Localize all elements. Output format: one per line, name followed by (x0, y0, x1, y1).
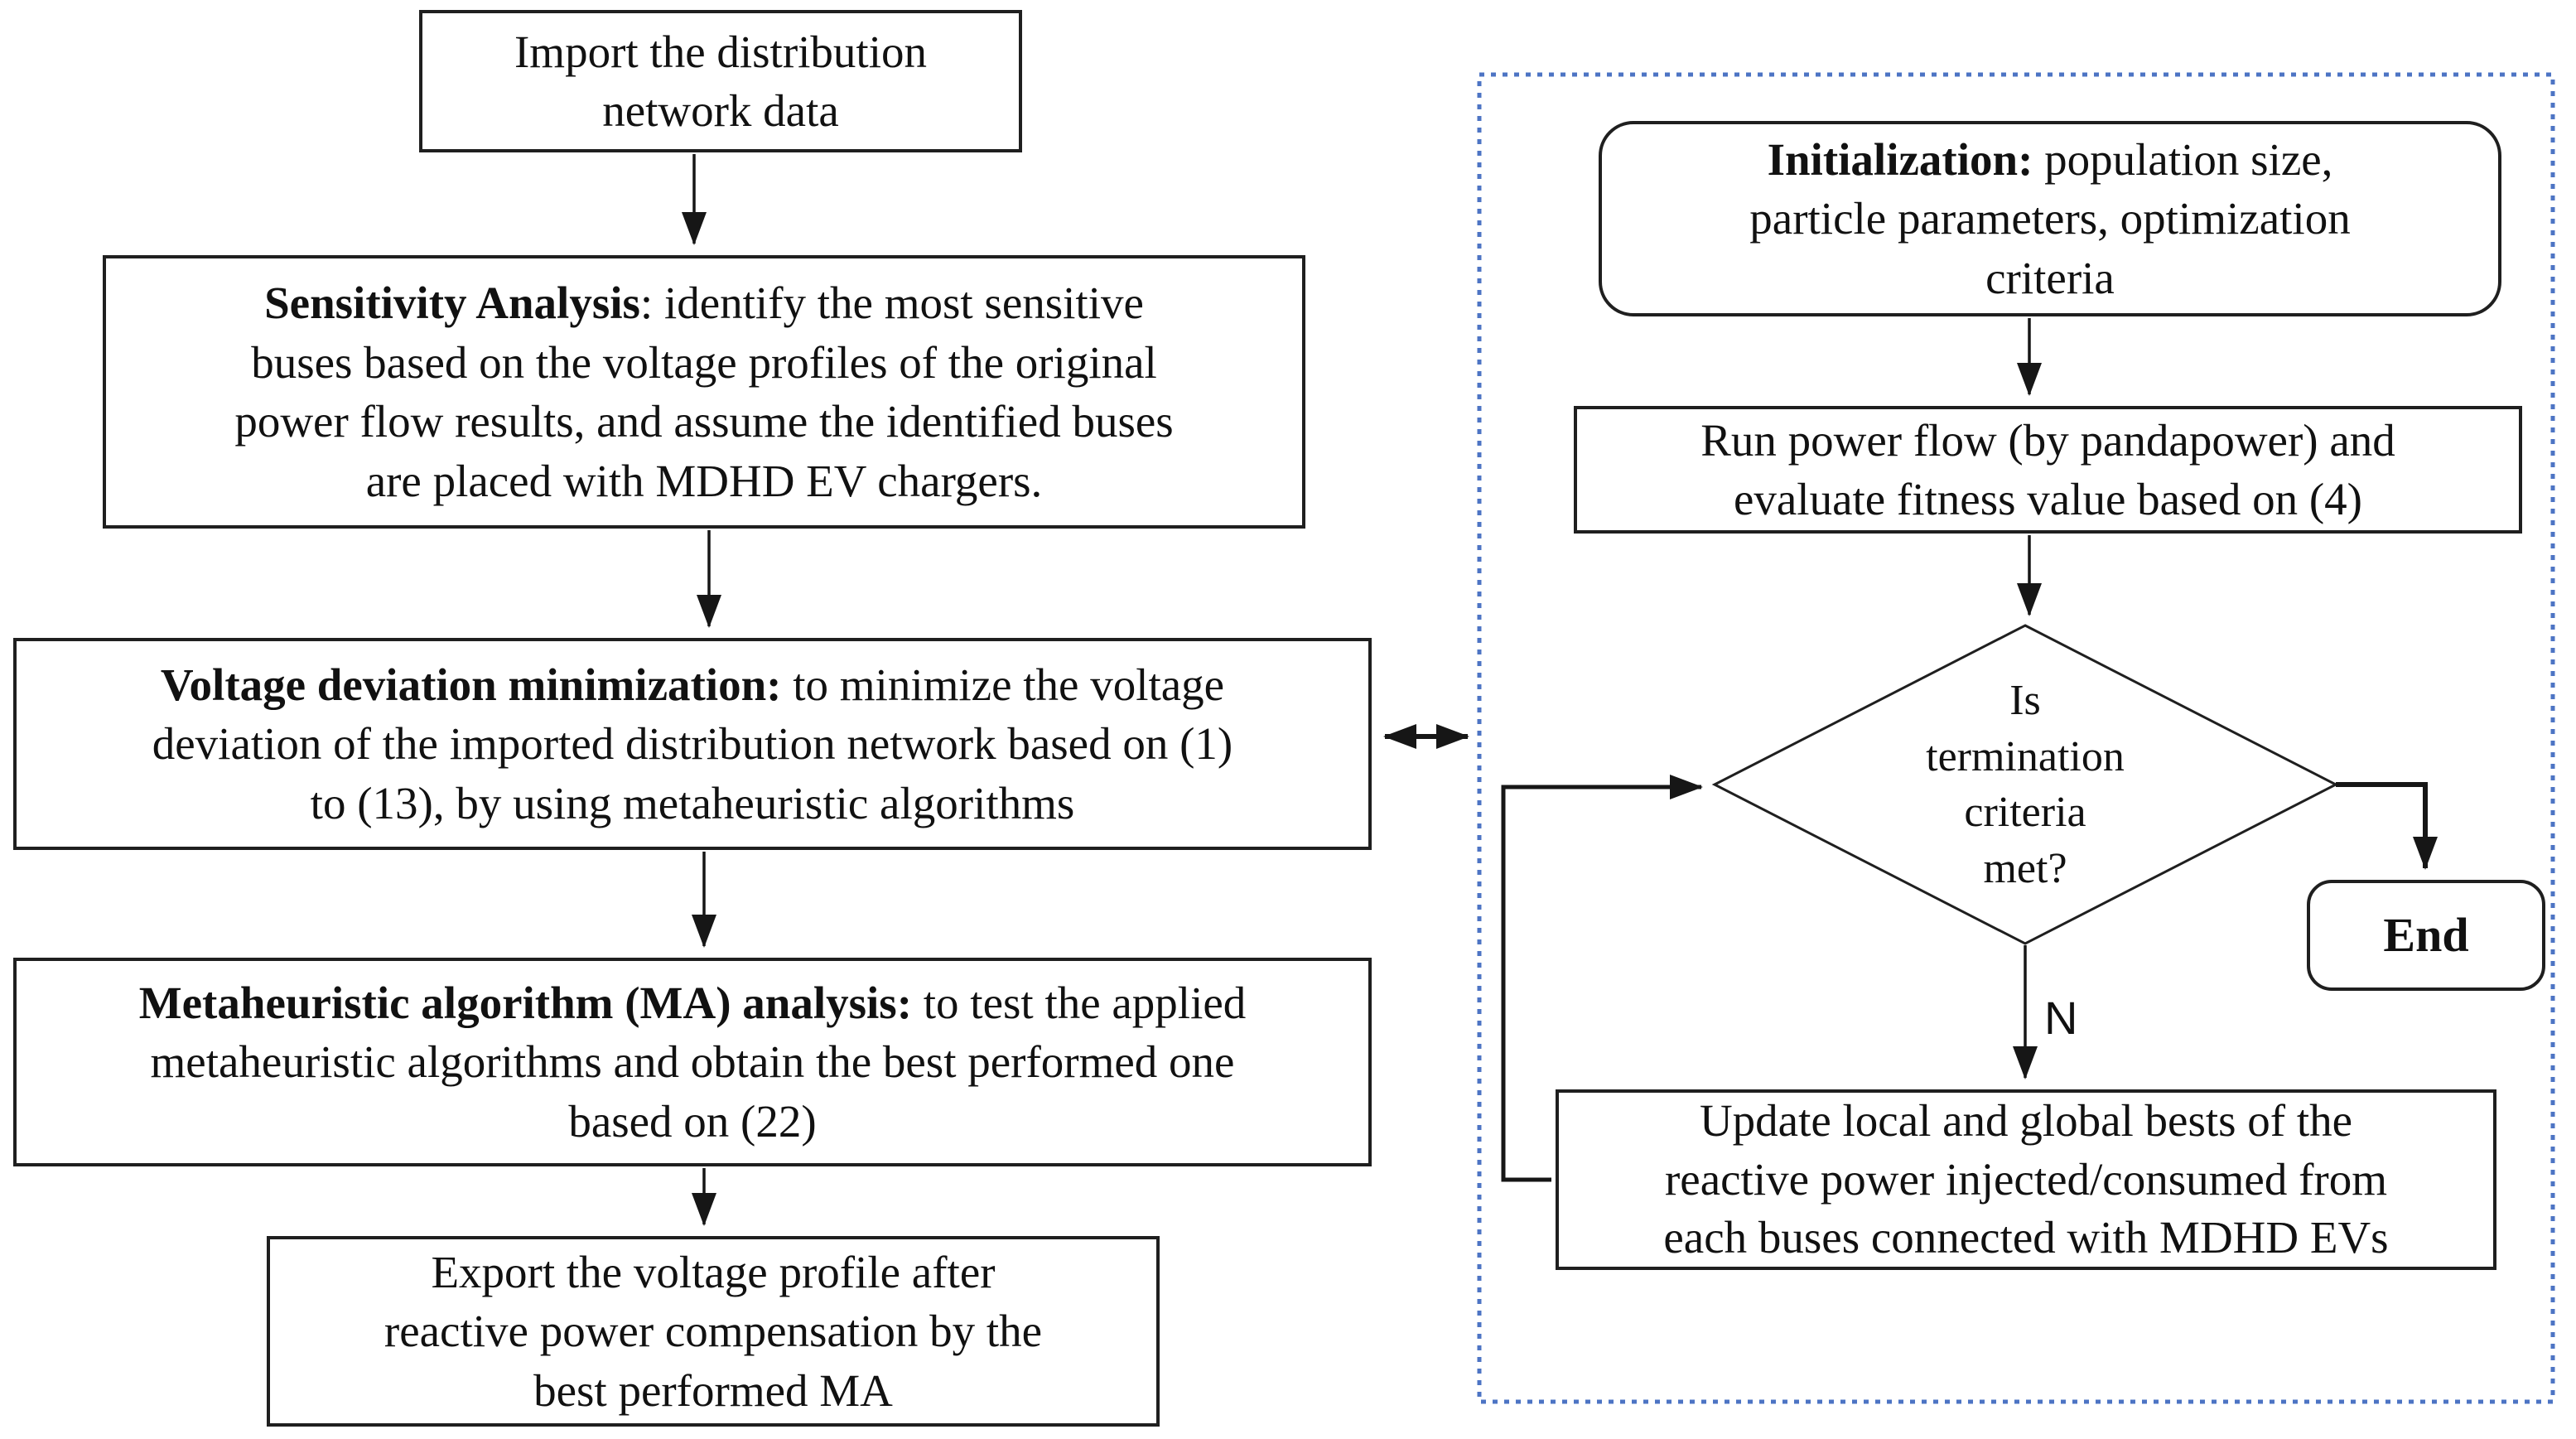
ma-analysis-text: Metaheuristic algorithm (MA) analysis: t… (138, 977, 1247, 1147)
export-profile-text: Export the voltage profile after reactiv… (384, 1246, 1043, 1416)
sensitivity-analysis-box: Sensitivity Analysis: identify the most … (103, 255, 1305, 529)
voltage-deviation-text: Voltage deviation minimization: to minim… (152, 659, 1233, 828)
update-bests-text: Update local and global bests of the rea… (1663, 1095, 2389, 1263)
run-power-flow-box: Run power flow (by pandapower) and evalu… (1574, 406, 2522, 534)
initialization-box: Initialization: population size, particl… (1599, 121, 2501, 316)
run-power-flow-text: Run power flow (by pandapower) and evalu… (1700, 414, 2395, 525)
end-label: End (2383, 908, 2469, 963)
import-data-text: Import the distribution network data (514, 26, 927, 137)
update-bests-box: Update local and global bests of the rea… (1556, 1089, 2496, 1270)
ma-analysis-box: Metaheuristic algorithm (MA) analysis: t… (13, 958, 1372, 1166)
end-box: End (2307, 880, 2545, 991)
voltage-deviation-box: Voltage deviation minimization: to minim… (13, 638, 1372, 850)
arrow-update-loop-to-decision (1501, 775, 1703, 1182)
no-branch-label: N (2044, 992, 2078, 1044)
arrow-decision-to-end (2336, 782, 2438, 870)
decision-diamond-shape (1711, 624, 2339, 945)
optimization-loop-region-border (1477, 72, 2555, 1404)
import-data-box: Import the distribution network data (419, 10, 1022, 152)
sensitivity-analysis-text: Sensitivity Analysis: identify the most … (234, 278, 1174, 506)
export-profile-box: Export the voltage profile after reactiv… (267, 1236, 1160, 1427)
initialization-text: Initialization: population size, particl… (1749, 133, 2351, 303)
termination-decision-text: Is termination criteria met? (1926, 677, 2125, 892)
